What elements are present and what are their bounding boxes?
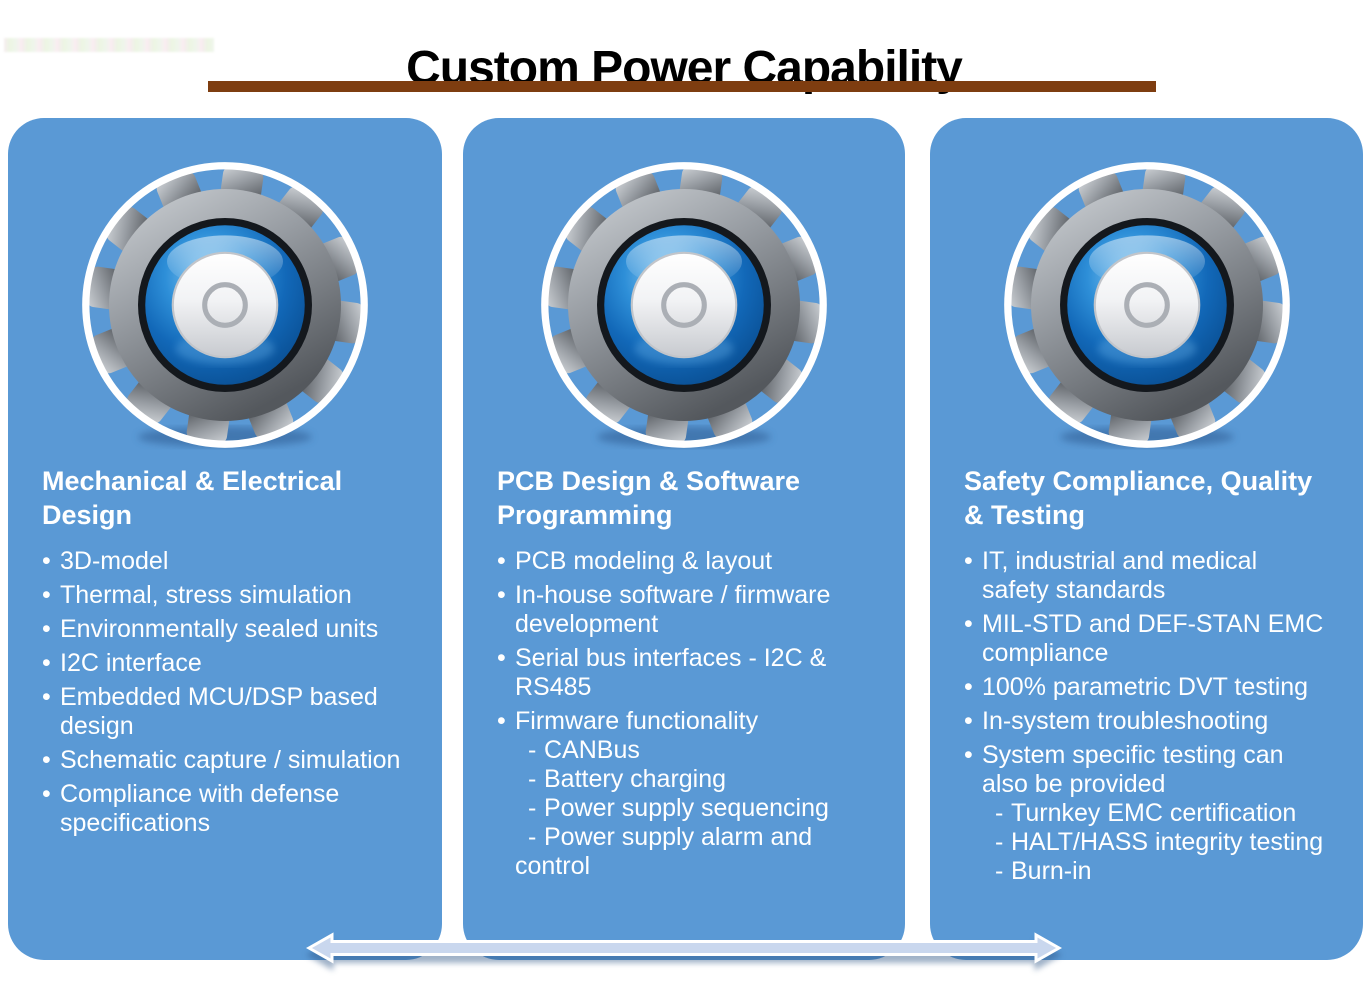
list-item: • IT, industrial and medical safety stand… <box>964 547 1329 605</box>
dash-marker: - <box>528 736 537 764</box>
list-item-text: MIL-STD and DEF-STAN EMC compliance <box>982 610 1324 667</box>
dash-marker: - <box>528 765 537 793</box>
list-item: • MIL-STD and DEF-STAN EMC compliance <box>964 610 1329 668</box>
bullet-marker: • <box>42 581 51 609</box>
list-item-text: IT, industrial and medical safety standa… <box>982 547 1258 604</box>
bullet-marker: • <box>964 741 973 769</box>
list-item-text: Embedded MCU/DSP based design <box>60 683 378 740</box>
list-item: • Thermal, stress simulation <box>42 581 408 610</box>
dash-marker: - <box>995 857 1004 885</box>
sub-list-item: -Battery charging <box>497 765 871 794</box>
list-item: • Compliance with defense specifications <box>42 780 408 838</box>
title-underline <box>208 81 1156 92</box>
bullet-marker: • <box>964 707 973 735</box>
list-item: • Schematic capture / simulation <box>42 746 408 775</box>
list-item-text: 3D-model <box>60 547 169 575</box>
bullet-marker: • <box>497 547 506 575</box>
list-item: • Embedded MCU/DSP based design <box>42 683 408 741</box>
list-item-text: Serial bus interfaces - I2C & RS485 <box>515 644 827 701</box>
list-item-text: Compliance with defense specifications <box>60 780 340 837</box>
dash-marker: - <box>995 799 1004 827</box>
panel-pcb-design-software-programming: PCB Design & Software Programming • PCB m… <box>463 118 905 960</box>
panel-safety-compliance-quality-testing: Safety Compliance, Quality & Testing • IT… <box>930 118 1363 960</box>
bullet-marker: • <box>497 707 506 735</box>
list-item-text: System specific testing can also be prov… <box>982 741 1284 798</box>
list-item-text: Environmentally sealed units <box>60 615 379 643</box>
sub-list-item: -Burn-in <box>964 857 1329 886</box>
watermark <box>4 38 214 52</box>
gear-icon <box>1002 160 1292 450</box>
bullet-marker: • <box>497 644 506 672</box>
sub-list-item: -HALT/HASS integrity testing <box>964 828 1329 857</box>
list-item: • Environmentally sealed units <box>42 615 408 644</box>
bullet-marker: • <box>42 683 51 711</box>
list-item-text: In-system troubleshooting <box>982 707 1269 735</box>
list-item-text: Schematic capture / simulation <box>60 746 401 774</box>
bullet-marker: • <box>42 649 51 677</box>
bullet-list: • IT, industrial and medical safety stand… <box>930 547 1363 886</box>
bullet-marker: • <box>42 615 51 643</box>
list-item-text: In-house software / firmware development <box>515 581 831 638</box>
dash-marker: - <box>528 794 537 822</box>
list-item: • In-house software / firmware developmen… <box>497 581 871 639</box>
list-item: • Serial bus interfaces - I2C & RS485 <box>497 644 871 702</box>
list-item: • PCB modeling & layout <box>497 547 871 576</box>
bullet-marker: • <box>964 673 973 701</box>
list-item: • In-system troubleshooting <box>964 707 1329 736</box>
panel-mechanical-electrical-design: Mechanical & Electrical Design • 3D-model… <box>8 118 442 960</box>
list-item-text: Power supply sequencing <box>544 794 829 822</box>
bullet-marker: • <box>964 547 973 575</box>
sub-list-item: -CANBus <box>497 736 871 765</box>
list-item-text: Turnkey EMC certification <box>1011 799 1297 827</box>
list-item-text: Burn-in <box>1011 857 1092 885</box>
sub-list-item: -Power supply alarm and control <box>497 823 871 881</box>
list-item-text: Power supply alarm and control <box>515 823 813 880</box>
dash-marker: - <box>995 828 1004 856</box>
bullet-marker: • <box>497 581 506 609</box>
bullet-list: • 3D-model • Thermal, stress simulation • E… <box>8 547 442 838</box>
bullet-marker: • <box>42 746 51 774</box>
bullet-marker: • <box>964 610 973 638</box>
sub-list-item: -Power supply sequencing <box>497 794 871 823</box>
list-item: • Firmware functionality <box>497 707 871 736</box>
list-item: • I2C interface <box>42 649 408 678</box>
gear-icon <box>80 160 370 450</box>
bullet-marker: • <box>42 547 51 575</box>
bullet-list: • PCB modeling & layout • In-house softwar… <box>463 547 905 881</box>
list-item-text: CANBus <box>544 736 640 764</box>
gear-icon <box>539 160 829 450</box>
bullet-marker: • <box>42 780 51 808</box>
list-item: • System specific testing can also be pro… <box>964 741 1329 799</box>
panel-heading: Safety Compliance, Quality & Testing <box>964 466 1313 530</box>
list-item-text: Thermal, stress simulation <box>60 581 352 609</box>
sub-list-item: -Turnkey EMC certification <box>964 799 1329 828</box>
list-item: • 100% parametric DVT testing <box>964 673 1329 702</box>
list-item-text: I2C interface <box>60 649 202 677</box>
list-item-text: HALT/HASS integrity testing <box>1011 828 1324 856</box>
panel-heading: Mechanical & Electrical Design <box>42 466 343 530</box>
list-item: • 3D-model <box>42 547 408 576</box>
list-item-text: 100% parametric DVT testing <box>982 673 1309 701</box>
panel-heading: PCB Design & Software Programming <box>497 466 801 530</box>
dash-marker: - <box>528 823 537 851</box>
double-headed-arrow <box>306 932 1062 964</box>
list-item-text: Battery charging <box>544 765 727 793</box>
list-item-text: Firmware functionality <box>515 707 759 735</box>
list-item-text: PCB modeling & layout <box>515 547 773 575</box>
